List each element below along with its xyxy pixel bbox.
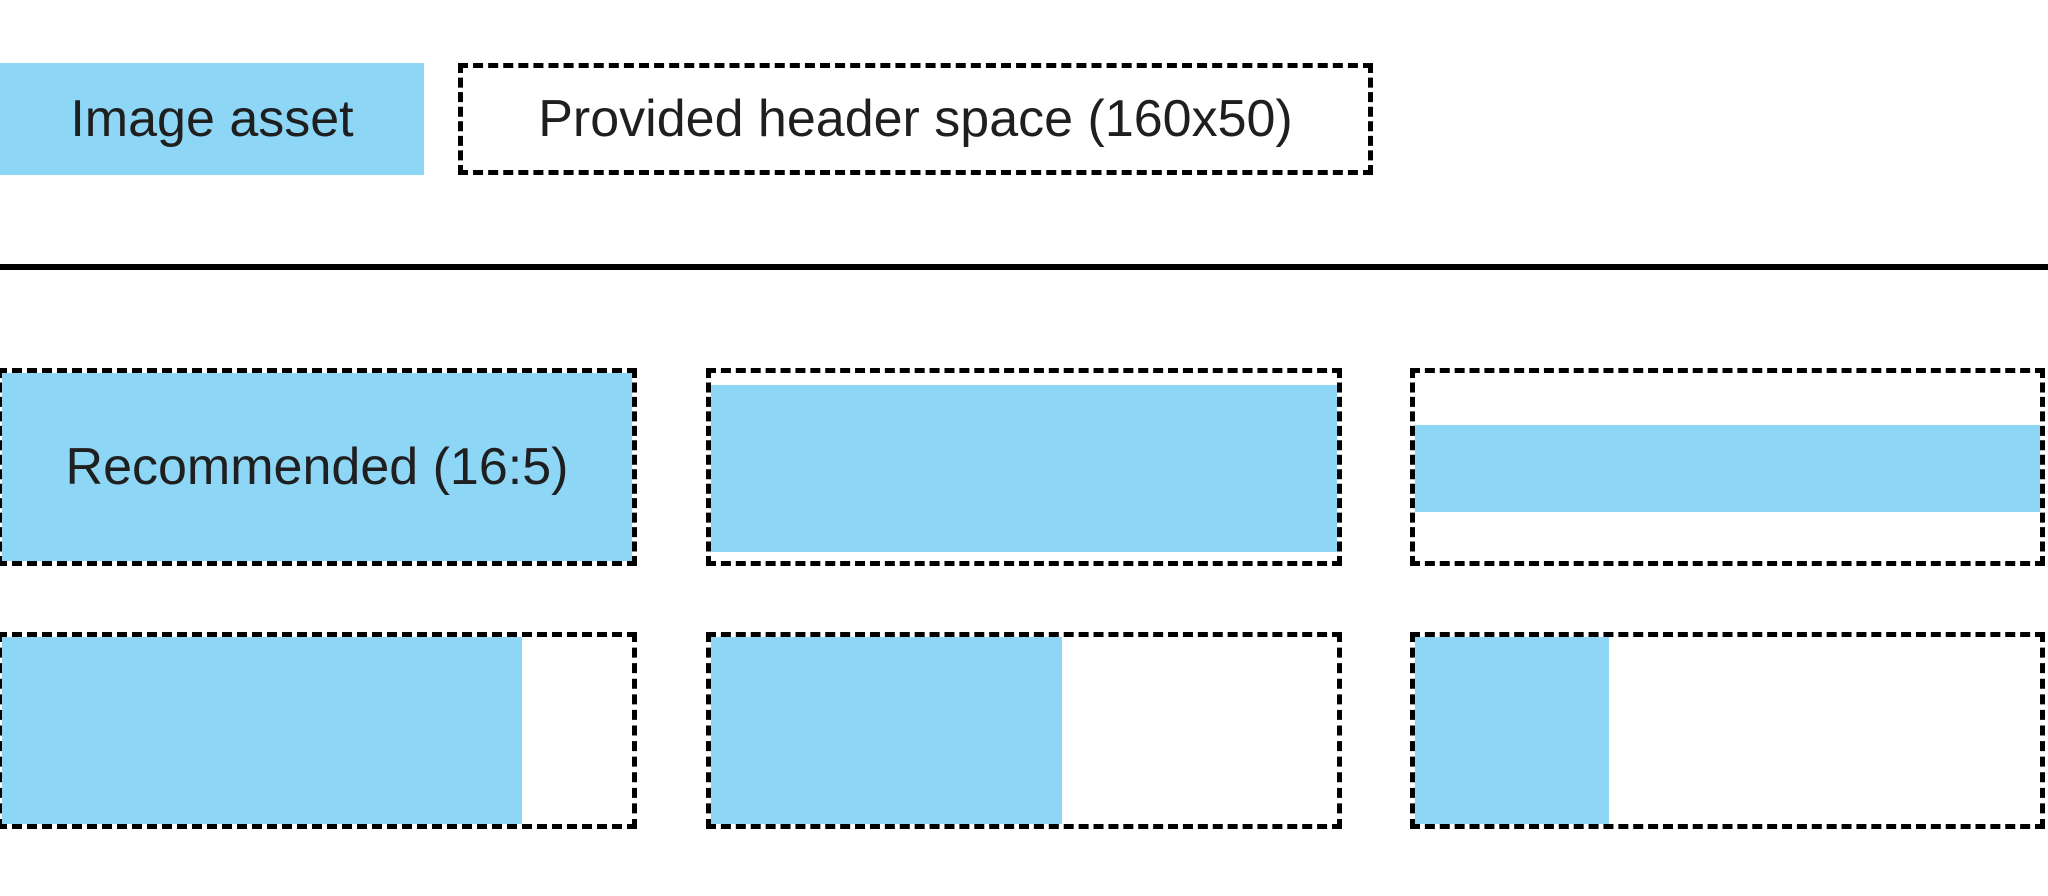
example-box-partial-width-half [706, 632, 1342, 829]
asset-fill [2, 637, 522, 824]
legend-header-space-label: Provided header space (160x50) [538, 90, 1293, 148]
asset-fill [711, 385, 1337, 552]
asset-fill [711, 637, 1062, 824]
example-box-partial-width-narrow [1410, 632, 2045, 829]
asset-fill [2, 373, 632, 561]
recommended-label: Recommended (16:5) [65, 438, 569, 496]
legend-image-asset-label: Image asset [70, 90, 354, 148]
asset-fill [1415, 637, 1609, 824]
section-divider [0, 264, 2048, 270]
legend-image-asset-swatch: Image asset [0, 63, 424, 175]
example-box-partial-width-wide [0, 632, 637, 829]
legend-header-space-box: Provided header space (160x50) [458, 63, 1373, 175]
example-box-recommended: Recommended (16:5) [0, 368, 637, 566]
example-box-letterboxed [706, 368, 1342, 566]
example-box-thin-strip [1410, 368, 2045, 566]
asset-fill [1415, 424, 2040, 513]
